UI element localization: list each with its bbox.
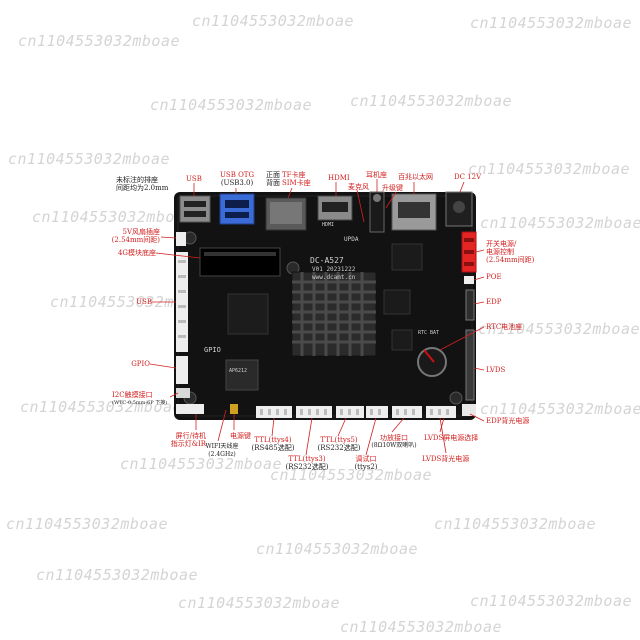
label-gpio: GPIO (131, 360, 150, 368)
edp-connector (465, 289, 475, 321)
watermark: cn1104553032mboae (178, 594, 341, 612)
label-poe: POE (486, 273, 502, 281)
wifi-chip (225, 359, 259, 391)
ir-indicator-header (176, 404, 204, 414)
memory-chip (227, 293, 269, 335)
gpio-header (176, 356, 188, 384)
spacing-note: 未标注的排座间距均为2.0mm (116, 176, 169, 192)
rtc-battery-holder (417, 347, 447, 377)
silk-upda: UPDA (344, 236, 359, 243)
watermark: cn1104553032mboae (434, 515, 597, 533)
label-debug: 调试口(ttys2) (354, 455, 378, 471)
label-earphone: 耳机座 (366, 171, 387, 179)
aux-chip (391, 329, 413, 351)
watermark: cn1104553032mboae (270, 466, 433, 484)
edp-backlight-header (462, 404, 476, 416)
label-lvds-backlight: LVDS背光电源 (422, 455, 470, 463)
watermark: cn1104553032mboae (36, 566, 199, 584)
usb-otg-port (219, 193, 255, 225)
power-key (230, 404, 238, 414)
watermark: cn1104553032mboae (120, 455, 283, 473)
label-switch-power: 开关电源/电源控制(2.54mm间距) (486, 240, 535, 264)
lvds-header (465, 329, 475, 401)
watermark: cn1104553032mboae (6, 515, 169, 533)
label-lvds-power-select: LVDS屏电源选择 (424, 434, 479, 442)
label-edp-backlight: EDP背光电源 (486, 417, 530, 425)
silk-hdmi: HDMI (322, 222, 335, 228)
label-i2c: I2C触摸接口(WTC-0.5mm-6P 下接) (112, 391, 168, 406)
watermark: cn1104553032mboae (340, 618, 503, 636)
label-fan: 5V风扇插座(2.54mm间距) (111, 228, 160, 244)
label-hdmi: HDMI (328, 174, 350, 182)
ttl4-header (256, 406, 292, 418)
label-usb-left: USB (136, 298, 152, 306)
watermark: cn1104553032mboae (470, 592, 633, 610)
label-mic: 麦克风 (348, 183, 369, 191)
label-dc12v: DC 12V (454, 173, 482, 181)
label-4g-module: 4G模块底座 (117, 249, 156, 257)
label-amp: 功放接口(8Ω10W双喇叭) (371, 434, 417, 449)
poe-header (464, 276, 474, 284)
silk-version: V01 20231222 (312, 266, 356, 273)
label-ttl3: TTL(ttys3)(RS232选配) (285, 455, 329, 471)
label-rtc: RTC电池座 (486, 323, 523, 331)
label-ir-indicator: 屏行/待机指示灯&IR (170, 432, 206, 448)
watermark: cn1104553032mboae (478, 320, 640, 338)
label-ttl5: TTL(ttys5)(RS232选配) (317, 436, 361, 452)
debug-header (366, 406, 388, 418)
silk-site: www.dcamt.cn (312, 274, 356, 281)
emmc-chip (383, 289, 411, 315)
usb-port-top (179, 195, 211, 223)
label-front-back: 正面背面 (266, 171, 280, 187)
i2c-touch-connector (176, 388, 190, 398)
watermark: cn1104553032mboae (468, 160, 631, 178)
watermark: cn1104553032mboae (470, 14, 633, 32)
mount-hole (449, 391, 463, 405)
watermark: cn1104553032mboae (480, 400, 640, 418)
label-usb-otg: USB OTG(USB3.0) (220, 171, 255, 187)
label-upgrade-key: 升级键 (382, 184, 403, 192)
silk-rtc: RTC BAT (418, 330, 440, 336)
watermark: cn1104553032mboae (256, 540, 419, 558)
watermark: cn1104553032mboae (350, 92, 513, 110)
fan-header (176, 232, 186, 246)
watermark: cn1104553032mboae (20, 398, 183, 416)
watermark: cn1104553032mboae (192, 12, 355, 30)
label-wifi-antenna: WIFI天线座(2.4GHz) (205, 443, 239, 458)
watermark: cn1104553032mboae (480, 214, 640, 232)
pmic-chip (391, 243, 423, 271)
label-edp: EDP (486, 298, 502, 306)
watermark: cn1104553032mboae (150, 96, 313, 114)
watermark: cn1104553032mboae (50, 293, 213, 311)
watermark: cn1104553032mboae (8, 150, 171, 168)
label-power-key: 电源键 (230, 432, 251, 440)
watermark: cn1104553032mboae (18, 32, 181, 50)
label-ttl4: TTL(ttys4)(RS485选配) (251, 436, 295, 452)
silk-model: DC-A527 (310, 256, 344, 265)
ttl3-header (296, 406, 332, 418)
watermark: cn1104553032mboae (32, 208, 195, 226)
label-lvds: LVDS (486, 366, 506, 374)
label-usb-top: USB (186, 175, 202, 183)
silk-gpio: GPIO (204, 346, 221, 354)
label-ethernet: 百兆以太网 (398, 173, 433, 181)
silk-chip: AP6212 (229, 368, 248, 374)
